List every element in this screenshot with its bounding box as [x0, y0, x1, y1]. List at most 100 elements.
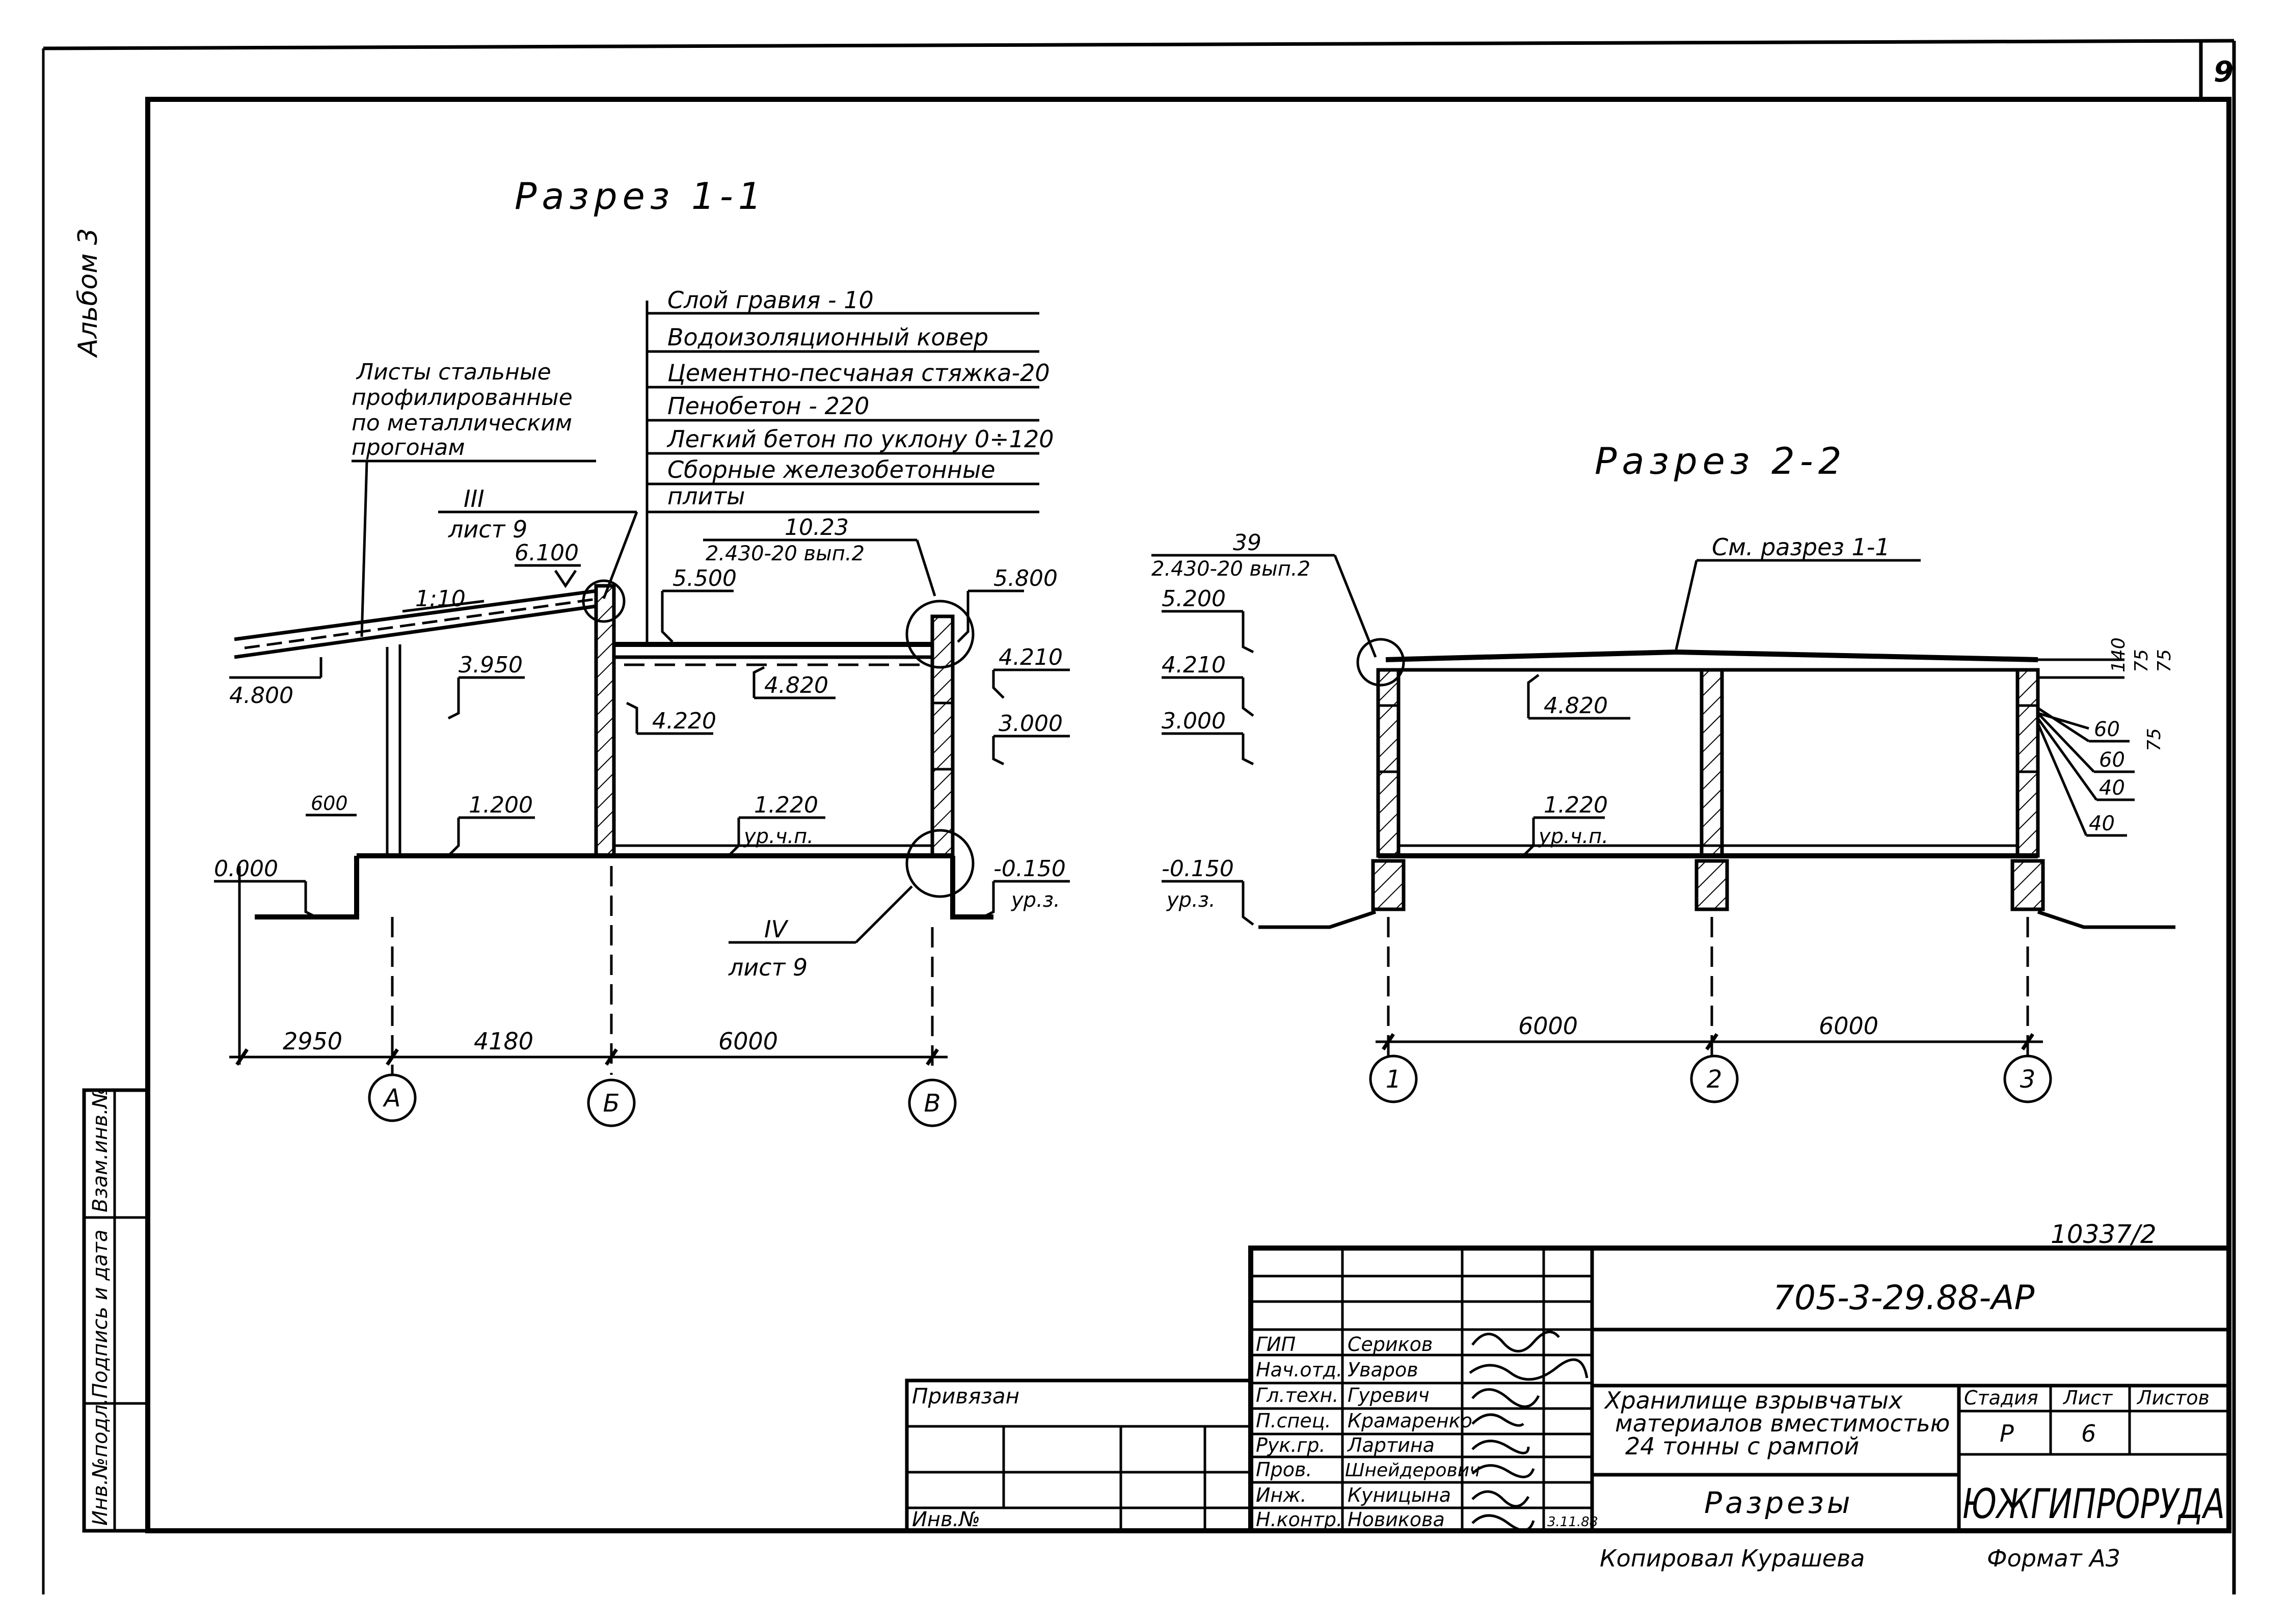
object-name-3: 24 тонны с рампой [1625, 1432, 1859, 1460]
mark-5800: 5.800 [993, 565, 1058, 591]
node-ref-iv-sheet: лист 9 [728, 954, 808, 981]
s2-mark-1220: 1.220 [1544, 792, 1608, 818]
sloped-roof [234, 589, 597, 659]
name-2: Уваров [1348, 1359, 1418, 1381]
name-1: Сериков [1348, 1333, 1433, 1356]
series-ref-1: 2.430-20 вып.2 [706, 542, 865, 565]
dim-4180: 4180 [474, 1027, 533, 1055]
node-ref-iii-sheet: лист 9 [448, 516, 527, 543]
sheets-label: Листов [2136, 1387, 2210, 1409]
section-2-dim-line [1376, 917, 2043, 1060]
role-7: Инж. [1256, 1484, 1307, 1506]
mark-4820: 4.820 [764, 672, 828, 698]
roof-layers-leader [645, 301, 1039, 642]
mark-6100: 6.100 [515, 540, 579, 566]
side-stamp [82, 1088, 150, 1533]
section-2-ref-num: 39 [1233, 530, 1261, 556]
right-dim-140: 140 [2108, 637, 2129, 672]
dim-600: 600 [311, 792, 348, 815]
inv-no-label: Инв.№ [912, 1508, 980, 1531]
section-1-title: Разрез 1-1 [515, 175, 767, 218]
privyazan-label: Привязан [912, 1384, 1019, 1409]
sheet-note-4: прогонам [352, 435, 465, 461]
right-dim-leaders [2036, 707, 2135, 837]
right-dim-75b: 75 [2154, 649, 2175, 672]
side-stamp-inv-podl: Инв.№подл. [89, 1398, 112, 1526]
right-dim-75a: 75 [2131, 649, 2152, 672]
mark-1200: 1.200 [469, 792, 533, 818]
axis-a: А [383, 1084, 401, 1113]
page-number: 9 [2214, 56, 2234, 89]
s2-mark-4820: 4.820 [1544, 693, 1608, 719]
node-ref-iv: IV [764, 915, 789, 943]
sheet-note-3: по металлическим [352, 410, 572, 436]
axis-b: Б [603, 1089, 620, 1118]
sheet-note-leader [352, 459, 596, 637]
sheet-label: Лист [2062, 1387, 2113, 1409]
section-2-series-ref: 2.430-20 вып.2 [1151, 557, 1310, 581]
date: 3.11.88 [1547, 1514, 1598, 1530]
right-dim-75c: 75 [2144, 728, 2165, 751]
object-name-2: материалов вместимостью [1615, 1410, 1950, 1437]
s2-mark-5200: 5.200 [1162, 586, 1226, 612]
right-dim-40b: 40 [2089, 812, 2115, 835]
mark-ur-chp-1: ур.ч.п. [743, 825, 814, 848]
section-1-structure [255, 579, 993, 919]
stage-label: Стадия [1964, 1387, 2038, 1409]
section-2-level-leaders [1162, 610, 1630, 926]
mark-4220: 4.220 [652, 708, 716, 734]
see-section-1-1: См. разрез 1-1 [1712, 533, 1890, 561]
section-2-structure [1258, 638, 2175, 929]
doc-code: 705-3-29.88-АР [1773, 1278, 2035, 1317]
s2-mark-3000: 3.000 [1162, 708, 1226, 734]
sheet-title: Разрезы [1704, 1485, 1853, 1520]
album-label: Альбом 3 [73, 228, 103, 358]
roof-layer-1: Слой гравия - 10 [667, 286, 874, 314]
s2-mark-neg0150: -0.150 [1162, 856, 1234, 882]
role-4: П.спец. [1256, 1410, 1331, 1432]
roof-layer-4: Пенобетон - 220 [667, 392, 869, 420]
role-1: ГИП [1256, 1333, 1296, 1356]
section-2-title: Разрез 2-2 [1595, 440, 1847, 482]
right-dim-40a: 40 [2099, 776, 2125, 800]
roof-layer-2: Водоизоляционный ковер [667, 323, 988, 351]
right-dim-60b: 60 [2099, 748, 2125, 772]
right-dim-60a: 60 [2094, 718, 2120, 741]
copied-by: Копировал Курашева [1600, 1545, 1865, 1572]
title-block [905, 1246, 2231, 1533]
node-ref-iii: III [464, 485, 485, 512]
series-ref-num-1: 10.23 [785, 515, 849, 540]
role-8: Н.контр. [1256, 1508, 1342, 1531]
name-7: Куницына [1348, 1484, 1451, 1506]
name-3: Гуревич [1348, 1384, 1430, 1406]
mark-4210: 4.210 [999, 644, 1063, 670]
signatures [1469, 1331, 1589, 1532]
role-2: Нач.отд. [1256, 1359, 1342, 1381]
s2-dim-6000-b: 6000 [1819, 1012, 1878, 1040]
dim-6000-a: 6000 [718, 1027, 778, 1055]
roof-layer-5: Легкий бетон по уклону 0÷120 [666, 425, 1054, 453]
mark-3950: 3.950 [459, 652, 523, 678]
section-2-axis-bubbles [1369, 1054, 2052, 1103]
s2-mark-ur-chp: ур.ч.п. [1538, 825, 1608, 848]
mark-1220: 1.220 [754, 792, 818, 818]
axis-1: 1 [1386, 1065, 1402, 1094]
section-1-dim-line [229, 866, 948, 1075]
mark-3000: 3.000 [999, 711, 1063, 737]
s2-mark-4210: 4.210 [1162, 652, 1226, 678]
sheet-note-2: профилированные [352, 385, 573, 411]
name-4: Крамаренко [1348, 1410, 1472, 1432]
section-1-level-leaders [214, 564, 1070, 918]
name-8: Новикова [1348, 1508, 1445, 1531]
side-stamp-sign-date: Подпись и дата [89, 1230, 112, 1398]
name-6: Шнейдерович [1345, 1460, 1480, 1481]
dim-2950: 2950 [283, 1027, 342, 1055]
side-stamp-vzam-inv: Взам.инв.№ [89, 1087, 112, 1212]
mark-neg0150: -0.150 [993, 856, 1066, 882]
mark-ur-z-1: ур.з. [1011, 888, 1060, 912]
object-name-1: Хранилище взрывчатых [1604, 1387, 1903, 1414]
sheet-no-value: 6 [2081, 1420, 2096, 1447]
stage-value: Р [2000, 1420, 2014, 1447]
mark-0000: 0.000 [214, 856, 278, 882]
